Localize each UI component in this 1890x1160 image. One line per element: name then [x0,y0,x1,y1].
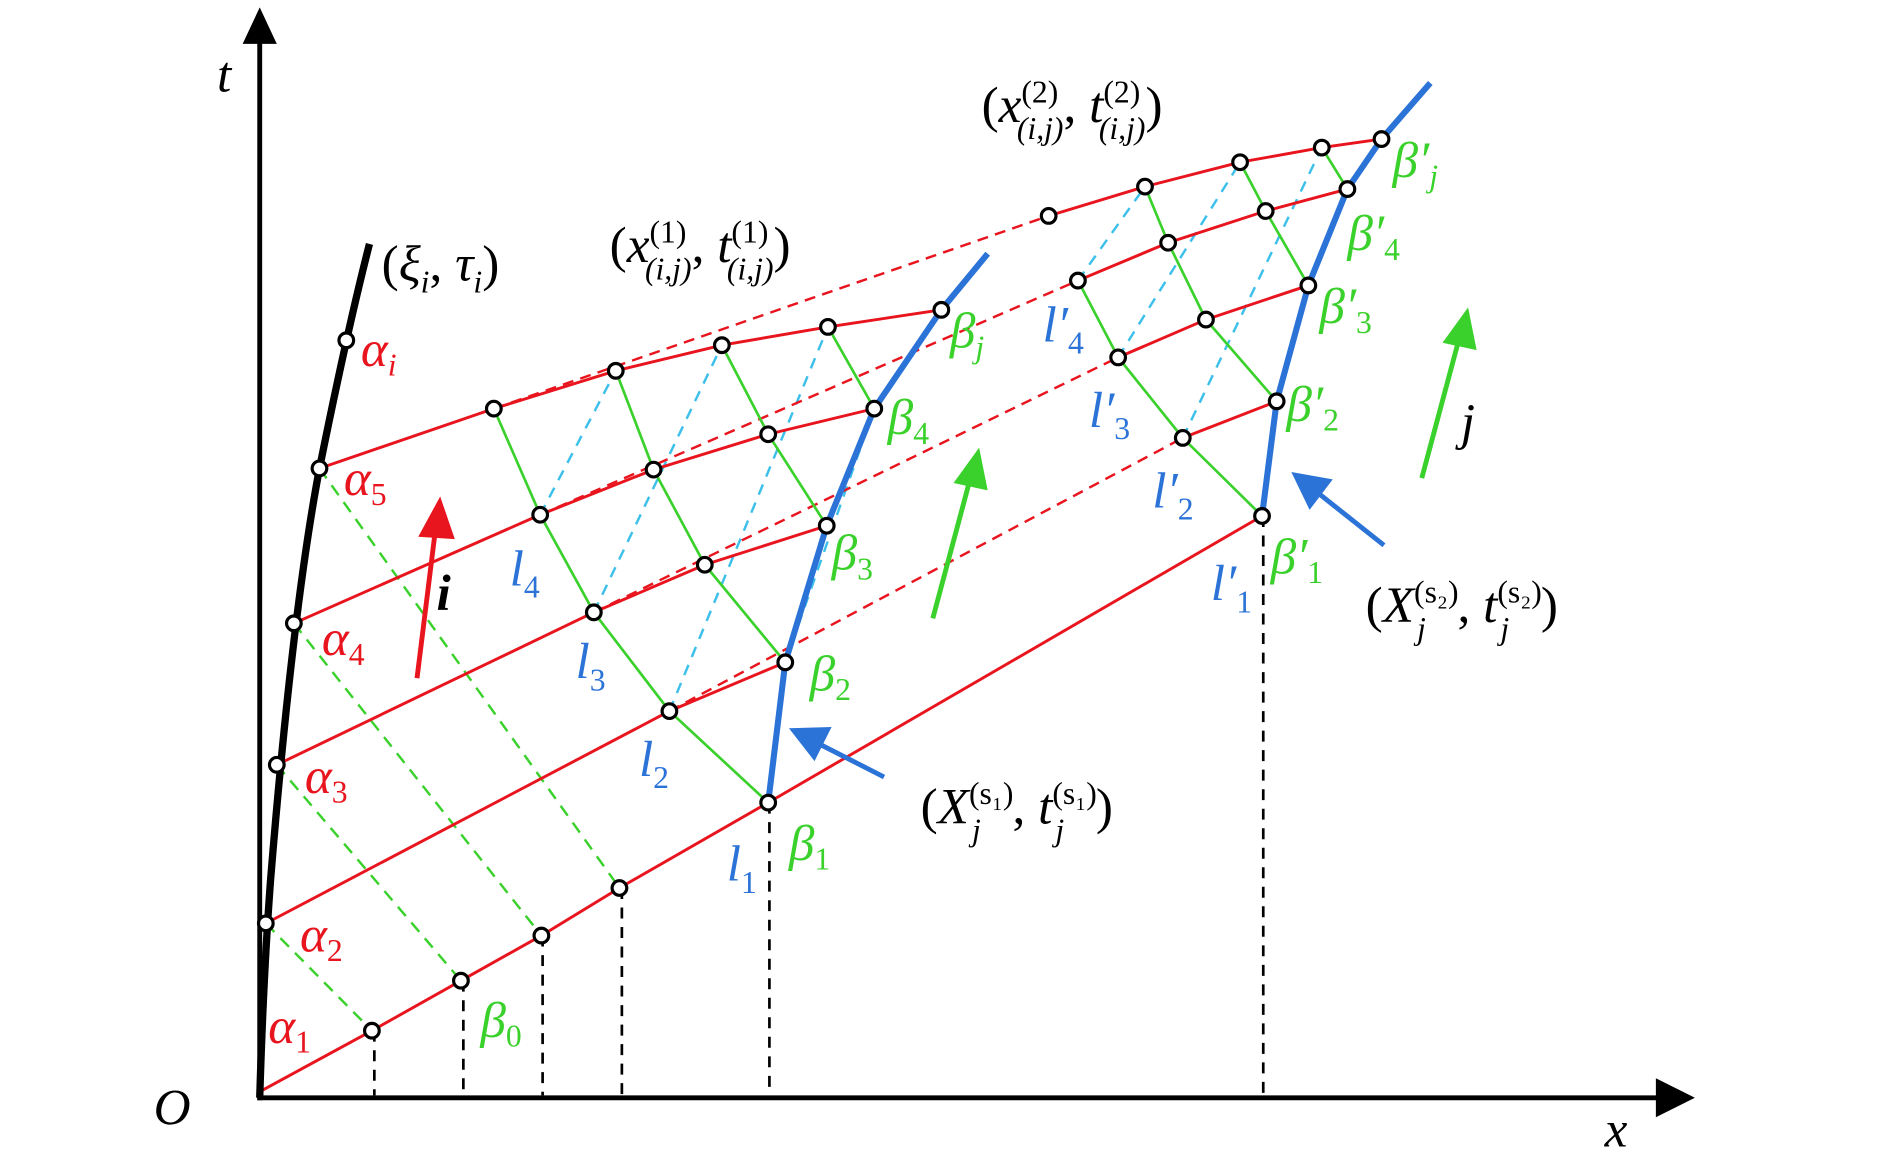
point2-label: (x(2)(i,j), t(2)(i,j)) [982,74,1163,146]
beta-prime-2-label: β′2 [1285,376,1339,438]
beta-0-label: β0 [479,992,521,1054]
beta-2-label: β2 [809,645,851,707]
point1-label: (x(1)(i,j), t(1)(i,j)) [610,215,791,287]
green-arrow-head-icon [953,447,988,491]
origin-label: O [154,1080,191,1137]
beta-3-label: β3 [831,525,873,587]
boundary-label: (ξi, τi) [382,236,500,300]
l-prime-4-label: l′4 [1043,297,1084,361]
shock2-label: (X(s₂)j, t(s₂)j) [1366,575,1558,647]
shock2-arrow-head-icon [1291,472,1333,510]
shock1-arrow [818,741,886,780]
beta-1-label: β1 [788,815,830,877]
shock1-label: (X(s₁)j, t(s₁)j) [921,776,1113,848]
i-arrow-head-icon [418,496,455,540]
alpha-1-label: α1 [268,998,311,1060]
mesh-nodes [256,130,1391,1040]
i-direction-label: i [437,565,451,622]
green-arrow [930,481,972,620]
beta-prime-4-label: β′4 [1346,205,1400,267]
shock-curve-1 [765,251,991,803]
projection-lines [373,515,1265,1096]
beta-labels: β0 β1 β2 β3 β4 βj β′1 β′2 β′3 β′4 β′j [479,132,1438,1054]
x-axis-label: x [1604,1102,1628,1159]
l-prime-1-label: l′1 [1211,555,1252,619]
beta-j-label: βj [949,303,985,365]
l-2-label: l2 [639,731,669,795]
alpha-dashed-lines [493,214,1184,713]
j-arrow-head-icon [1442,307,1477,351]
l-prime-3-label: l′3 [1089,382,1130,446]
t-axis-arrow-icon [242,7,277,44]
beta-prime-j-label: β′j [1392,132,1439,194]
j-arrow [1419,340,1461,479]
shock-curve-2 [1259,80,1433,517]
l-4-label: l4 [510,540,540,604]
beta-4-label: β4 [887,389,930,451]
x-axis-arrow-icon [1655,1078,1695,1118]
l-3-label: l3 [576,633,606,697]
j-direction-label: j [1455,394,1475,451]
alpha-4-label: α4 [322,610,365,672]
shock1-arrow-head-icon [788,726,832,762]
shock2-arrow [1317,492,1386,548]
i-arrow [414,530,438,679]
beta-prime-3-label: β′3 [1318,278,1372,340]
alpha-2-label: α2 [300,906,343,968]
alpha-3-label: α3 [305,748,348,810]
beta-dashed-lines [264,467,621,1032]
alpha-labels: αi α5 α4 α3 α2 α1 [268,321,396,1060]
axes [242,7,1695,1118]
beta-prime-1-label: β′1 [1270,528,1324,590]
alpha-i-label: αi [361,321,397,383]
alpha-5-label: α5 [344,450,387,512]
t-axis-label: t [217,46,233,103]
l-1-label: l1 [727,836,757,900]
l-labels: l1 l2 l3 l4 l′1 l′2 l′3 l′4 [510,297,1252,900]
l-prime-2-label: l′2 [1152,462,1193,526]
direction-arrows [414,307,1477,780]
